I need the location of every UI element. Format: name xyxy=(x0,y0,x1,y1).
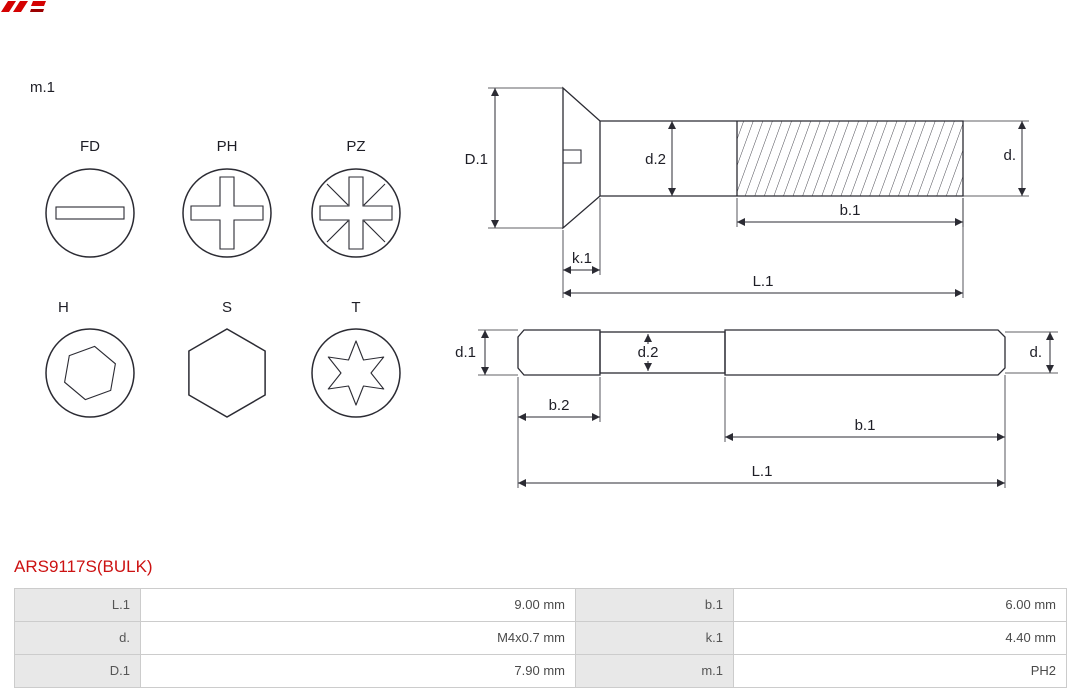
dim-label-k1: k.1 xyxy=(572,250,592,267)
dim-label-b2: b.2 xyxy=(549,397,570,414)
countersunk-screw-drawing: D.1 d.2 d. b.1 k.1 L.1 xyxy=(465,86,1029,298)
spec-label-cell: D.1 xyxy=(15,655,141,688)
pz-tick xyxy=(363,183,386,206)
head-slot xyxy=(563,149,582,164)
m1-label: m.1 xyxy=(30,79,56,96)
stud-right-thread xyxy=(724,329,1006,376)
spec-value-cell: PH2 xyxy=(734,655,1067,688)
pz-tick xyxy=(326,183,349,206)
thread-hatch xyxy=(737,121,963,196)
spec-value-cell: 4.40 mm xyxy=(734,622,1067,655)
spec-value-cell: M4x0.7 mm xyxy=(141,622,576,655)
logo-stroke xyxy=(1,1,16,12)
technical-drawing: D.1 d.2 d. b.1 k.1 L.1 xyxy=(455,86,1058,488)
hexagon-shape xyxy=(64,345,116,401)
dim-label-b1: b.1 xyxy=(840,202,861,219)
spec-label-cell: k.1 xyxy=(576,622,734,655)
dim-label-d2: d.2 xyxy=(638,344,659,361)
dim-label-d: d. xyxy=(1029,344,1042,361)
slot-shape xyxy=(55,206,125,220)
cross-shape xyxy=(190,176,264,250)
spec-value-cell: 6.00 mm xyxy=(734,589,1067,622)
spec-table: L.1 9.00 mm b.1 6.00 mm d. M4x0.7 mm k.1… xyxy=(14,588,1067,688)
icon-circle xyxy=(45,328,135,418)
stud-middle-section xyxy=(599,331,726,374)
logo-stroke xyxy=(31,1,46,6)
drive-type-label-pz: PZ xyxy=(346,138,366,155)
drive-type-label-t: T xyxy=(351,299,361,316)
icon-circle xyxy=(311,328,401,418)
icon-circle xyxy=(182,168,272,258)
dim-label-L1: L.1 xyxy=(753,273,774,290)
drive-type-label-ph: PH xyxy=(216,138,238,155)
logo-stroke xyxy=(13,1,28,12)
spec-label-cell: b.1 xyxy=(576,589,734,622)
logo-stroke xyxy=(30,9,44,12)
spec-label-cell: d. xyxy=(15,622,141,655)
part-number: ARS9117S(BULK) xyxy=(14,557,153,576)
icon-circle xyxy=(311,168,401,258)
spec-label-cell: L.1 xyxy=(15,589,141,622)
dim-label-d1: d.1 xyxy=(455,344,476,361)
dim-label-b1: b.1 xyxy=(855,417,876,434)
brand-logo-fragment-icon xyxy=(1,1,46,12)
cross-shape xyxy=(319,176,393,250)
drive-type-label-h: H xyxy=(58,299,69,316)
pozidriv-drive-icon xyxy=(311,168,401,258)
hex-socket-drive-icon xyxy=(45,328,135,418)
torx-star-shape xyxy=(327,340,385,406)
drive-type-label-s: S xyxy=(221,299,232,316)
spec-value-cell: 9.00 mm xyxy=(141,589,576,622)
dim-label-d: d. xyxy=(1003,147,1016,164)
dim-label-d2: d.2 xyxy=(645,151,666,168)
drive-type-label-fd: FD xyxy=(80,138,100,155)
icon-circle xyxy=(45,168,135,258)
pz-tick xyxy=(363,220,386,243)
dim-label-L1: L.1 xyxy=(752,463,773,480)
dim-label-D1: D.1 xyxy=(465,151,488,168)
spec-label-cell: m.1 xyxy=(576,655,734,688)
stud-left-thread xyxy=(517,329,601,376)
spec-value-cell: 7.90 mm xyxy=(141,655,576,688)
phillips-drive-icon xyxy=(182,168,272,258)
threaded-stud-drawing: d.2 d.1 d. b.2 b.1 L.1 xyxy=(455,329,1058,488)
hex-external-drive-icon xyxy=(188,328,266,418)
slotted-drive-icon xyxy=(45,168,135,258)
hexagon-shape xyxy=(188,328,266,418)
torx-drive-icon xyxy=(311,328,401,418)
pz-tick xyxy=(326,220,349,243)
